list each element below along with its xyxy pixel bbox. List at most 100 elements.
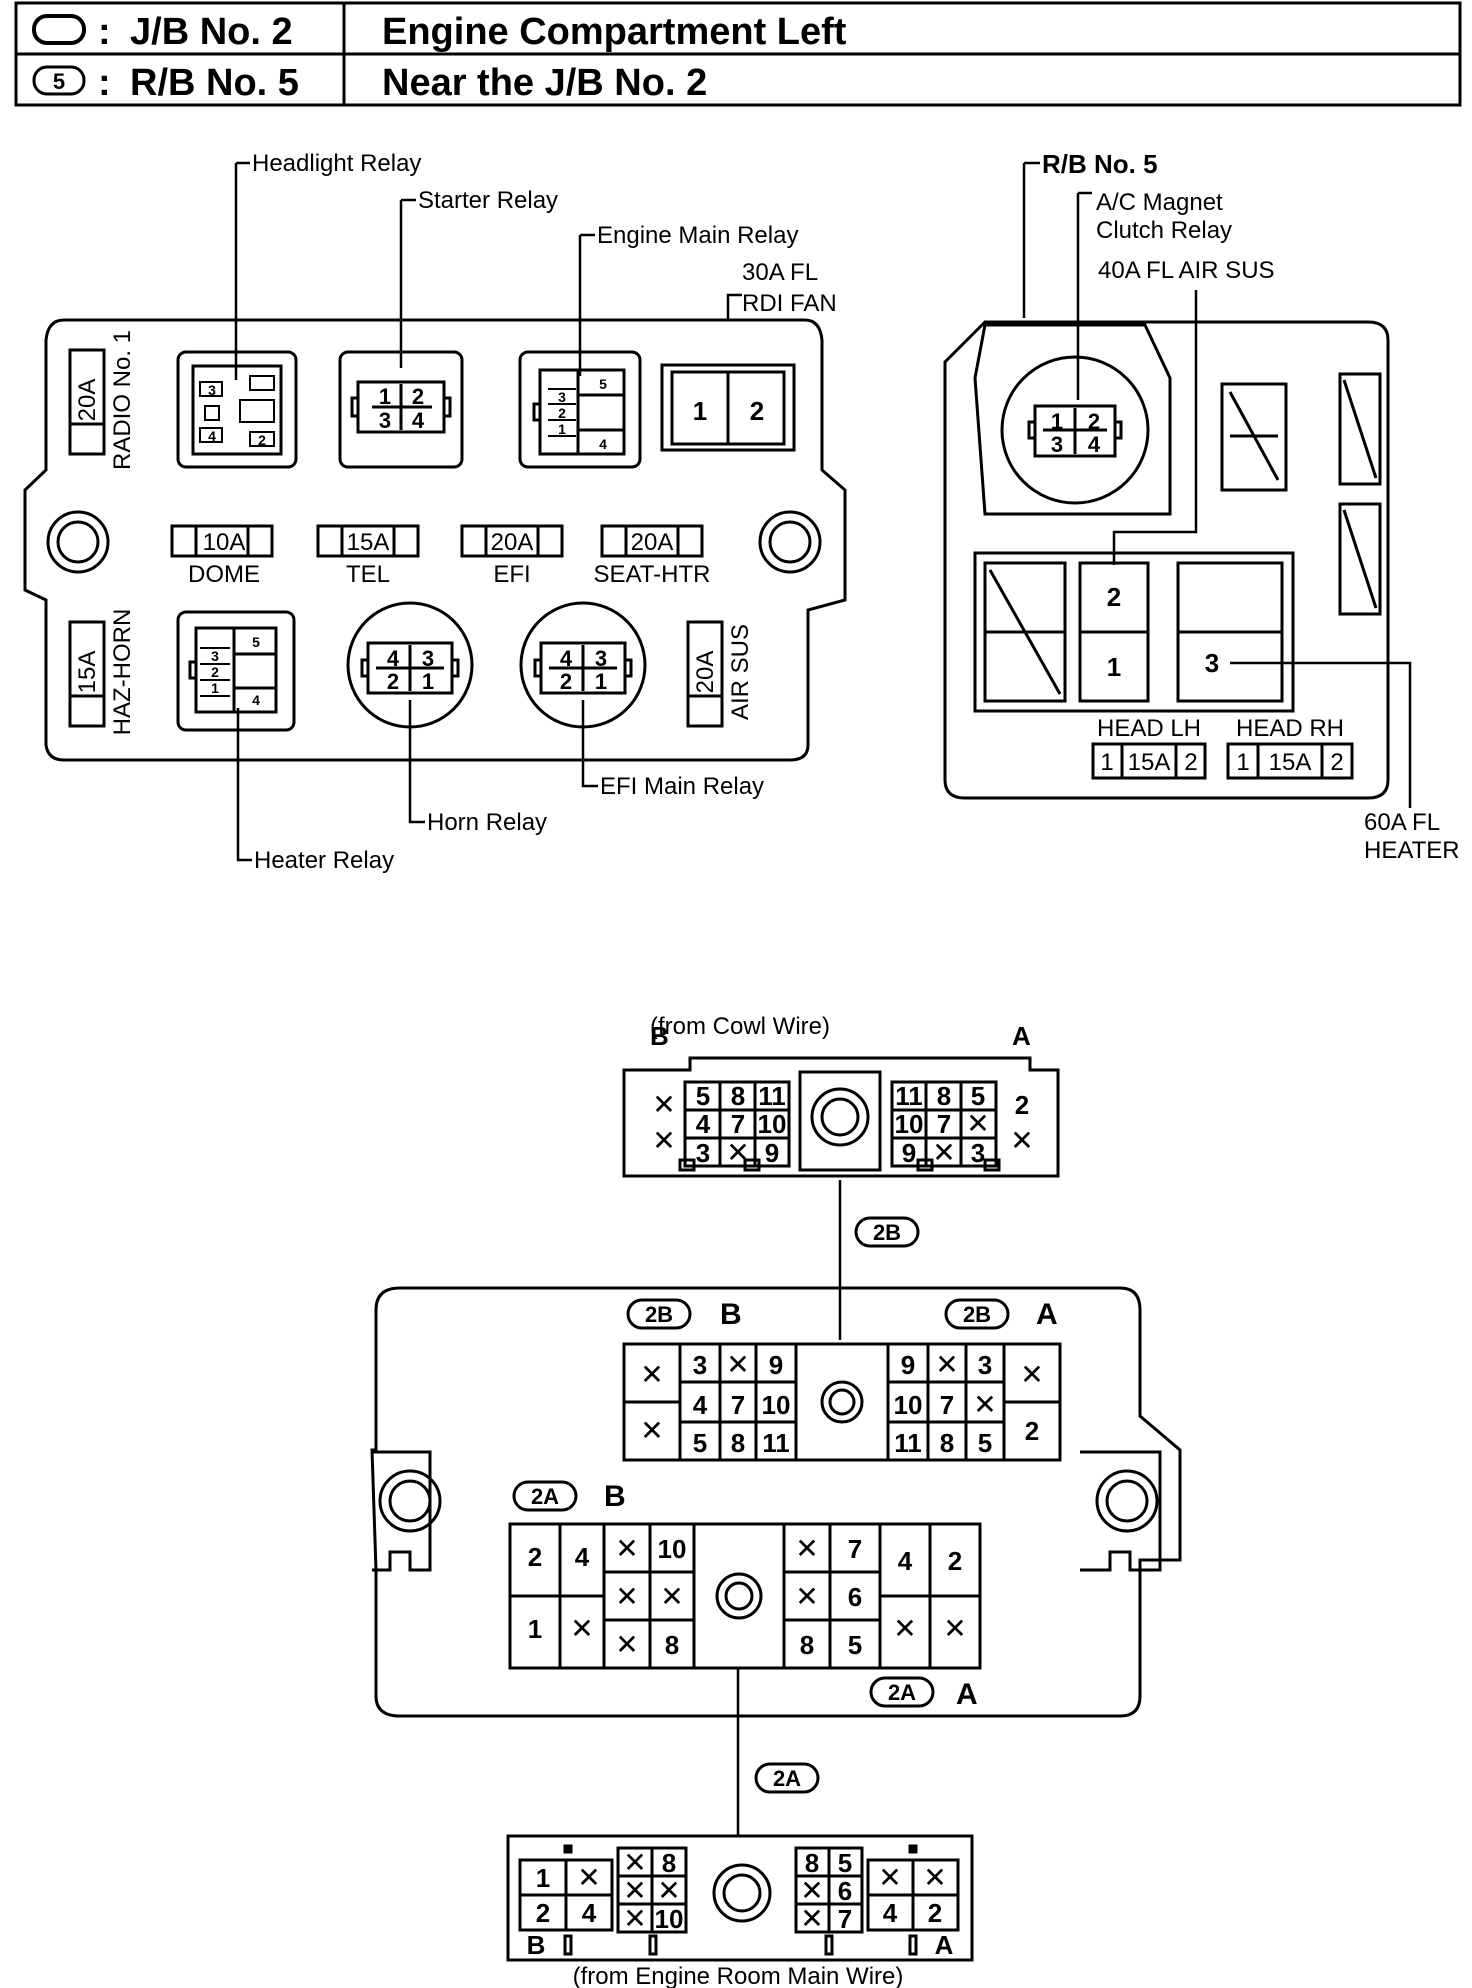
- tel-fuse-amp: 15A: [347, 529, 390, 556]
- svg-text:11: 11: [895, 1081, 923, 1111]
- tag-2b-right-text: 2B: [963, 1302, 991, 1327]
- seat-htr-fuse-amp: 20A: [631, 529, 674, 556]
- starter-relay-socket: [338, 350, 464, 469]
- cowl-wire-connector: [622, 1056, 1060, 1178]
- svg-text:7: 7: [731, 1109, 745, 1139]
- svg-text:✕: ✕: [1020, 1359, 1043, 1390]
- tel-fuse-name: TEL: [346, 561, 390, 588]
- svg-text:✕: ✕: [935, 1349, 958, 1380]
- tel-fuse: [316, 524, 420, 558]
- engine-main-pin-2: 2: [558, 405, 566, 421]
- 2b-side-b: B: [720, 1298, 742, 1331]
- svg-text:10: 10: [895, 1109, 924, 1139]
- room-side-a: A: [935, 1930, 954, 1960]
- svg-text:10: 10: [658, 1534, 687, 1564]
- efi-fuse: [460, 524, 564, 558]
- svg-text:✕: ✕: [966, 1108, 989, 1139]
- ac-pin-3: 3: [1051, 432, 1063, 457]
- svg-text:8: 8: [800, 1630, 814, 1660]
- efi-main-pin-4: 4: [560, 646, 573, 671]
- svg-text:✕: ✕: [795, 1581, 818, 1612]
- headlight-pin-4: 4: [208, 428, 216, 444]
- svg-text:1: 1: [536, 1863, 550, 1893]
- svg-text:4: 4: [696, 1109, 711, 1139]
- svg-text:9: 9: [769, 1350, 783, 1380]
- svg-text:2: 2: [528, 1542, 542, 1572]
- engine-main-pin-3: 3: [558, 389, 566, 405]
- engine-main-relay-label: Engine Main Relay: [597, 222, 798, 249]
- svg-text:✕: ✕: [615, 1629, 638, 1660]
- svg-text:9: 9: [765, 1138, 779, 1168]
- starter-relay-label: Starter Relay: [418, 187, 558, 214]
- cowl-side-a: A: [1012, 1021, 1031, 1051]
- header-row1-code: :: [98, 11, 111, 53]
- ac-pin-1: 1: [1051, 409, 1063, 434]
- 2a-side-a: A: [956, 1678, 978, 1711]
- efi-main-relay-label: EFI Main Relay: [600, 773, 764, 800]
- rb5-leader-lines: [1022, 161, 1412, 808]
- connector-2b: [622, 1342, 1062, 1462]
- svg-text:2: 2: [1015, 1090, 1029, 1120]
- efi-fuse-name: EFI: [493, 561, 530, 588]
- tag-2a-lower-text: 2A: [773, 1766, 801, 1791]
- svg-text:7: 7: [848, 1534, 862, 1564]
- svg-text:✕: ✕: [657, 1875, 680, 1906]
- svg-text:4: 4: [883, 1898, 898, 1928]
- svg-text:✕: ✕: [615, 1533, 638, 1564]
- svg-text:9: 9: [902, 1138, 916, 1168]
- connector-2a: [508, 1522, 982, 1670]
- dome-fuse-name: DOME: [188, 561, 260, 588]
- air-sus-fl-label: 40A FL AIR SUS: [1098, 257, 1275, 284]
- svg-text:10: 10: [655, 1904, 684, 1934]
- svg-text:5: 5: [838, 1848, 852, 1878]
- fl30a-pin-2: 2: [750, 396, 764, 426]
- svg-text:5: 5: [971, 1081, 985, 1111]
- fl-30a-label: 30A FL: [742, 259, 818, 286]
- heater-fl-label-2: HEATER: [1364, 837, 1460, 864]
- header-row2-code: 5: [53, 69, 65, 94]
- dome-fuse: [170, 524, 274, 558]
- head-rh-pin-1: 1: [1236, 749, 1249, 776]
- header-row1-location: Engine Compartment Left: [382, 11, 847, 53]
- air-sus-fuse: [686, 620, 724, 728]
- svg-text:8: 8: [731, 1081, 745, 1111]
- svg-text:11: 11: [762, 1428, 790, 1458]
- cowl-pin-labels: ✕ ✕ 5 8 11 4 7 10 3 ✕ 9 11 8 5 10 7 ✕ 9 …: [652, 1081, 1033, 1168]
- svg-text:7: 7: [937, 1109, 951, 1139]
- heater-relay-label: Heater Relay: [254, 847, 394, 874]
- tag-2b-upper-text: 2B: [873, 1220, 901, 1245]
- rdi-fan-label: RDI FAN: [742, 290, 837, 317]
- svg-text:3: 3: [978, 1350, 992, 1380]
- ac-pin-4: 4: [1088, 432, 1101, 457]
- tag-2b-left-text: 2B: [645, 1302, 673, 1327]
- rb5-small-fuses: [1220, 372, 1382, 616]
- tag-2b-upper: [854, 1216, 920, 1248]
- starter-pin-3: 3: [379, 408, 391, 433]
- fl-pin-3: 3: [1205, 648, 1219, 678]
- svg-text:5: 5: [978, 1428, 992, 1458]
- engine-room-wire-connector: [506, 1834, 974, 1962]
- svg-text:9: 9: [901, 1350, 915, 1380]
- svg-text:✕: ✕: [623, 1847, 646, 1878]
- svg-text:✕: ✕: [726, 1349, 749, 1380]
- svg-text:✕: ✕: [932, 1137, 955, 1168]
- rb-symbol-icon: [32, 65, 86, 96]
- horn-pin-4: 4: [387, 646, 400, 671]
- head-lh-pin-2: 2: [1184, 749, 1197, 776]
- engine-room-pin-labels: 1 ✕ 2 4 ✕ 8 ✕ ✕ ✕ 10 8 5 ✕ 6 ✕ 7 ✕ ✕ 4 2: [536, 1847, 947, 1934]
- haz-horn-fuse-amp: 15A: [74, 651, 101, 694]
- svg-text:5: 5: [848, 1630, 862, 1660]
- ac-relay-label-1: A/C Magnet: [1096, 189, 1223, 216]
- room-side-b: B: [527, 1930, 546, 1960]
- heater-pin-4: 4: [252, 692, 260, 708]
- jb2-underside-housing: [370, 1286, 1182, 1718]
- svg-text:3: 3: [971, 1138, 985, 1168]
- 2a-side-b: B: [604, 1480, 626, 1513]
- horn-pin-1: 1: [422, 669, 434, 694]
- svg-text:✕: ✕: [623, 1903, 646, 1934]
- svg-text:✕: ✕: [1010, 1125, 1033, 1156]
- cowl-side-b: B: [650, 1021, 669, 1051]
- cowl-wire-label: (from Cowl Wire): [650, 1013, 830, 1040]
- svg-text:7: 7: [731, 1390, 745, 1420]
- fl-30a-rdi-fan-box: [660, 363, 796, 452]
